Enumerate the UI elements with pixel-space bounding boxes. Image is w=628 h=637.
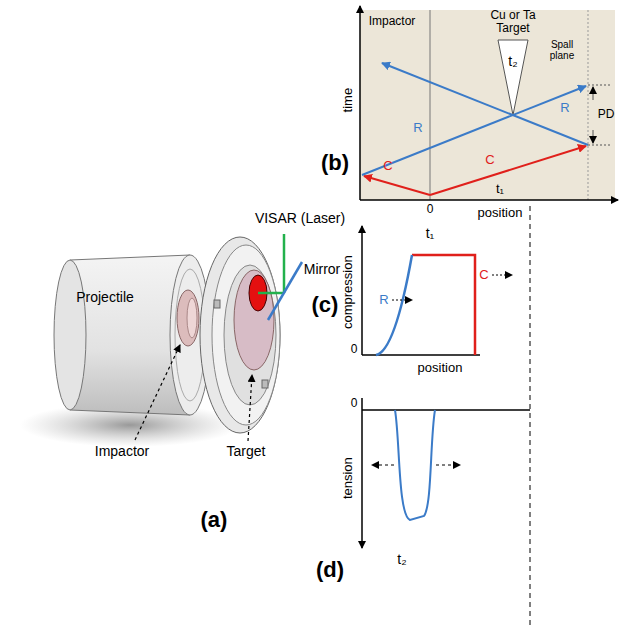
wave-label: C bbox=[479, 268, 488, 282]
leader-arrows bbox=[135, 345, 252, 441]
origin-label: 0 bbox=[351, 397, 358, 410]
wave-label: R bbox=[560, 101, 569, 115]
region-name: Impactor bbox=[369, 15, 416, 28]
origin-label: 0 bbox=[351, 343, 358, 356]
panel-label: (a) bbox=[201, 508, 228, 532]
time-label: t₂ bbox=[397, 552, 406, 567]
panel-label: (b) bbox=[321, 151, 349, 175]
wave-label: C bbox=[485, 153, 494, 167]
axis-label: time bbox=[341, 88, 355, 113]
time-label: t₂ bbox=[507, 54, 518, 69]
part-name: Mirror bbox=[304, 262, 341, 277]
wave-label: R bbox=[413, 121, 422, 135]
axis-label: position bbox=[478, 206, 523, 220]
wave-label: R bbox=[379, 293, 388, 307]
origin-label: 0 bbox=[427, 203, 434, 216]
wave-label: C bbox=[383, 159, 392, 173]
dimension-label: PD bbox=[598, 108, 615, 121]
compression-plot bbox=[362, 226, 512, 380]
tension-plot bbox=[362, 398, 530, 548]
part-name: Impactor bbox=[95, 444, 149, 459]
region-name: Spall plane bbox=[544, 39, 580, 61]
axis-label: tension bbox=[341, 457, 355, 499]
time-label: t₁ bbox=[426, 226, 435, 241]
xt-diagram bbox=[360, 6, 618, 200]
axis-label: compression bbox=[341, 255, 355, 329]
part-name: Projectile bbox=[76, 290, 134, 305]
time-label: t₁ bbox=[496, 182, 504, 196]
axis-label: position bbox=[418, 361, 463, 375]
region-name: Cu or Ta Target bbox=[485, 9, 541, 35]
visar-beam bbox=[258, 234, 302, 320]
panel-label: (d) bbox=[316, 558, 344, 582]
part-name: VISAR (Laser) bbox=[255, 211, 345, 226]
part-name: Target bbox=[227, 444, 266, 459]
mirror-line bbox=[268, 262, 302, 320]
free-surface-line bbox=[530, 206, 531, 625]
target-assembly bbox=[200, 237, 280, 433]
panel-label: (c) bbox=[312, 293, 339, 317]
